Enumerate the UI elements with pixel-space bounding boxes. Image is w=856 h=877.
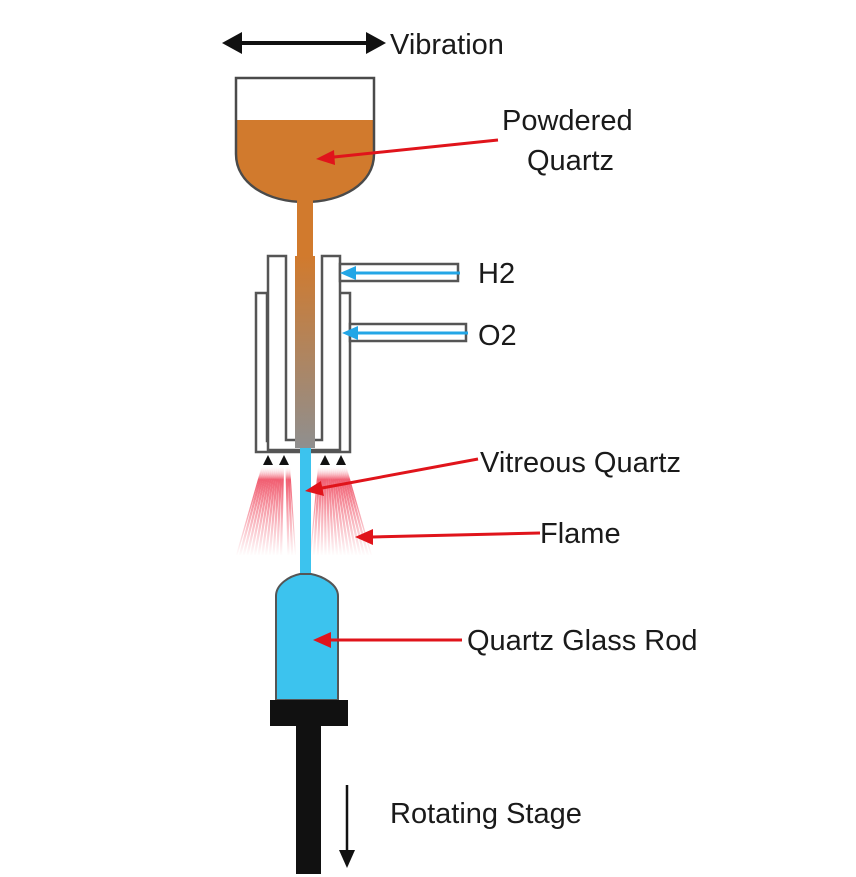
flame-ray	[264, 465, 278, 555]
stage-holder	[270, 700, 348, 726]
flame-ray	[261, 465, 276, 555]
flame-ray	[276, 465, 283, 555]
o2-arrow	[342, 326, 468, 340]
vitreous-quartz-pointer	[305, 457, 479, 496]
h2-arrow	[340, 266, 460, 280]
flame-label: Flame	[540, 518, 621, 550]
vibration-arrow	[222, 32, 386, 54]
burner	[254, 254, 468, 454]
hopper	[234, 76, 376, 204]
vibration-label: Vibration	[390, 29, 504, 61]
flame-ray	[279, 465, 285, 555]
flame-ray	[236, 465, 264, 555]
rod-pointer	[313, 632, 462, 648]
rotating-stage-label: Rotating Stage	[390, 798, 582, 830]
powdered-quartz-label-line1: Powdered	[502, 105, 633, 137]
quartz-glass-rod-label: Quartz Glass Rod	[467, 625, 697, 657]
flame-ray	[323, 465, 327, 555]
flame-ray	[330, 465, 343, 555]
powdered-quartz	[236, 120, 374, 202]
h2-label: H2	[478, 258, 515, 290]
flame-ray	[268, 465, 279, 555]
down-arrow	[339, 785, 355, 868]
flame-ray	[320, 465, 325, 555]
flame-ray	[253, 465, 272, 555]
flame-ray	[242, 465, 267, 555]
flame-ray	[238, 465, 265, 555]
flame-ray	[312, 465, 321, 555]
flame-ray	[272, 465, 281, 555]
flame-ray	[285, 465, 290, 555]
flame-ray	[325, 465, 331, 555]
flame-left	[236, 465, 296, 555]
flame-ray	[329, 465, 339, 555]
powder-column	[295, 256, 315, 448]
nozzle-tips	[263, 455, 346, 465]
flame-ray	[332, 465, 346, 555]
flame-ray	[287, 465, 294, 555]
flame-ray	[316, 465, 323, 555]
flame-ray	[334, 465, 350, 555]
flame-ray	[246, 465, 269, 555]
flame-ray	[337, 465, 358, 555]
stage-shaft	[296, 724, 321, 874]
powdered-quartz-pointer	[316, 138, 499, 165]
flame-ray	[336, 465, 354, 555]
o2-label: O2	[478, 320, 517, 352]
flame-ray	[327, 465, 335, 555]
flame-ray	[339, 465, 362, 555]
flame-ray	[288, 465, 296, 555]
flame-ray	[257, 465, 274, 555]
flame-ray	[310, 465, 320, 555]
flame-ray	[341, 465, 366, 555]
feed-tube	[297, 200, 313, 260]
h2-jacket	[266, 254, 342, 452]
vitreous-quartz-stream	[300, 448, 311, 576]
powdered-quartz-label-line2: Quartz	[527, 145, 614, 177]
flame-ray	[249, 465, 271, 555]
flame-pointer	[355, 529, 541, 545]
vitreous-quartz-label: Vitreous Quartz	[480, 447, 681, 479]
